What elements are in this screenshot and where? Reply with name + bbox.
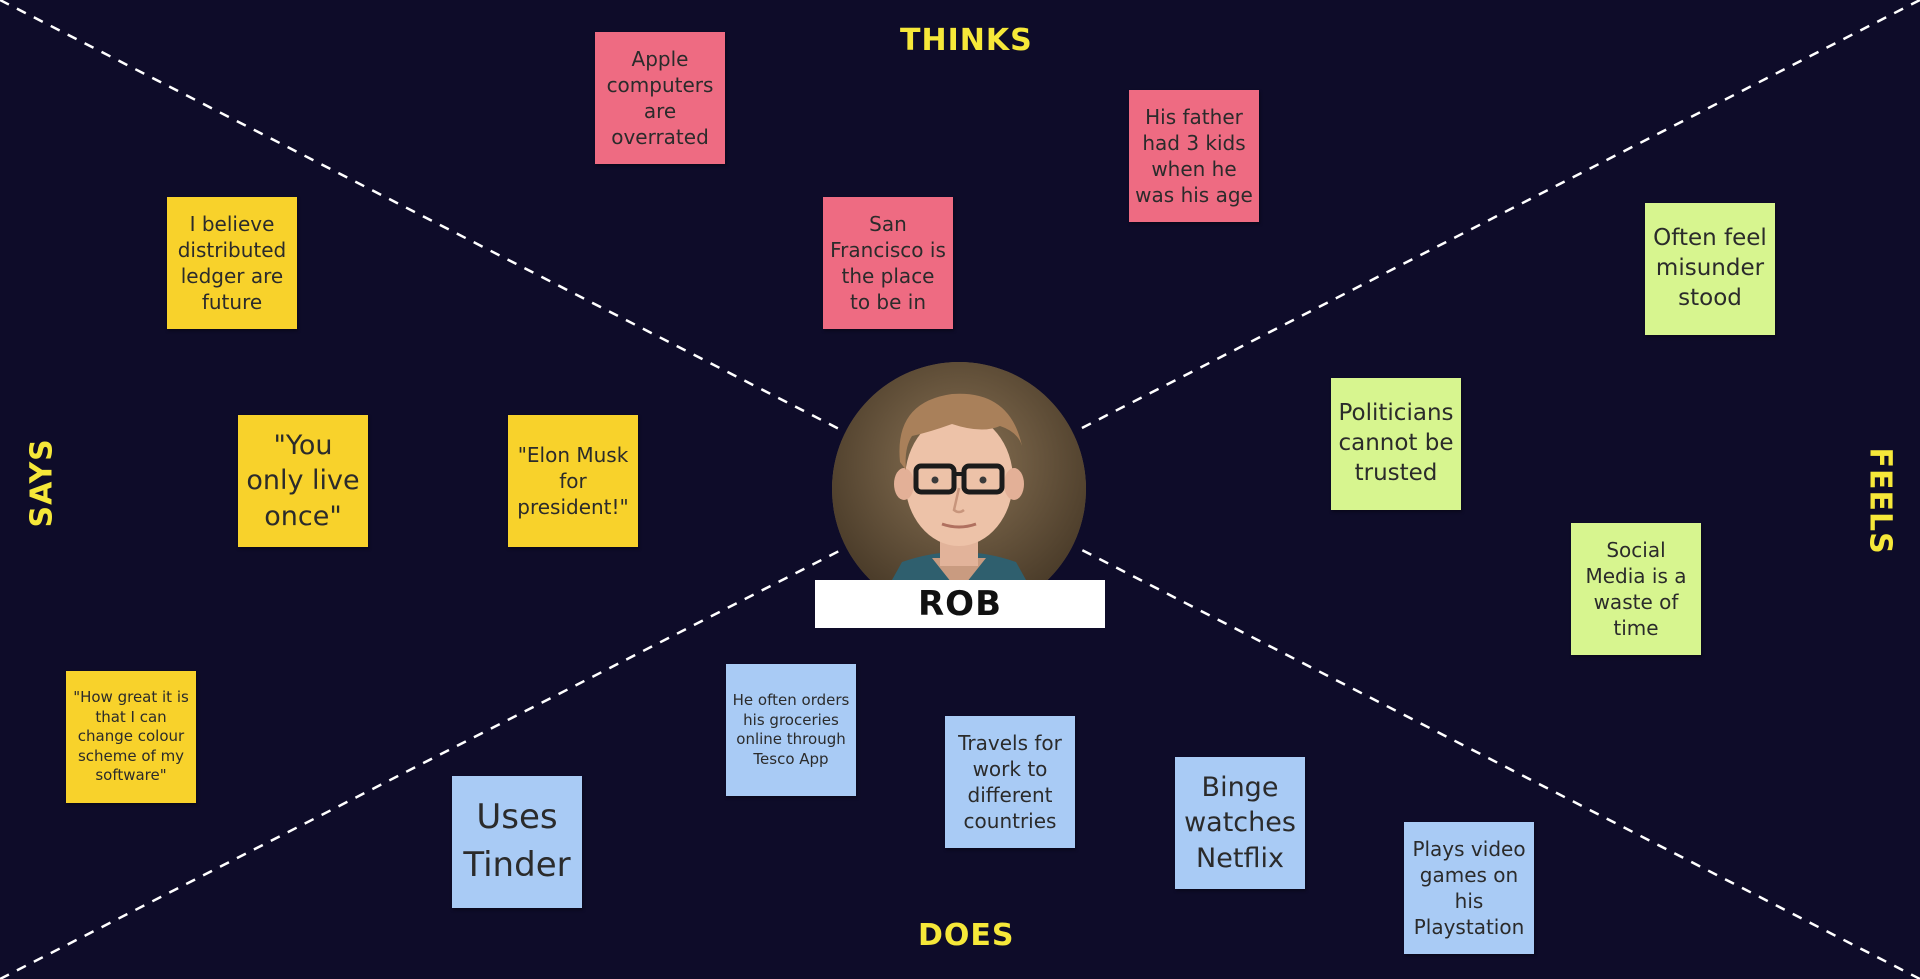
says-note-3[interactable]: "Elon Musk for president!"	[508, 415, 638, 547]
persona-photo-icon	[832, 362, 1086, 616]
persona-name-label: ROB	[815, 580, 1105, 628]
feels-note-2[interactable]: Politicians cannot be trusted	[1331, 378, 1461, 510]
feels-note-3[interactable]: Social Media is a waste of time	[1571, 523, 1701, 655]
does-note-4[interactable]: Binge watches Netflix	[1175, 757, 1305, 889]
does-label: DOES	[918, 918, 1015, 953]
thinks-note-3[interactable]: San Francisco is the place to be in	[823, 197, 953, 329]
does-note-3[interactable]: Travels for work to different countries	[945, 716, 1075, 848]
thinks-note-1[interactable]: Apple computers are overrated	[595, 32, 725, 164]
feels-label: FEELS	[1862, 447, 1898, 555]
feels-note-1[interactable]: Often feel misunder stood	[1645, 203, 1775, 335]
says-note-2[interactable]: "You only live once"	[238, 415, 368, 547]
persona-avatar	[832, 362, 1086, 616]
does-note-2[interactable]: Uses Tinder	[452, 776, 582, 908]
divider-top-left	[0, 0, 846, 434]
says-note-4[interactable]: "How great it is that I can change colou…	[66, 671, 196, 803]
divider-bottom-right	[1077, 546, 1920, 979]
does-note-5[interactable]: Plays video games on his Playstation	[1404, 822, 1534, 954]
divider-bottom-left	[0, 546, 846, 979]
divider-top-right	[1077, 0, 1920, 432]
thinks-label: THINKS	[900, 23, 1033, 58]
says-note-1[interactable]: I believe distributed ledger are future	[167, 197, 297, 329]
thinks-note-2[interactable]: His father had 3 kids when he was his ag…	[1129, 90, 1259, 222]
says-label: SAYS	[24, 438, 60, 528]
does-note-1[interactable]: He often orders his groceries online thr…	[726, 664, 856, 796]
